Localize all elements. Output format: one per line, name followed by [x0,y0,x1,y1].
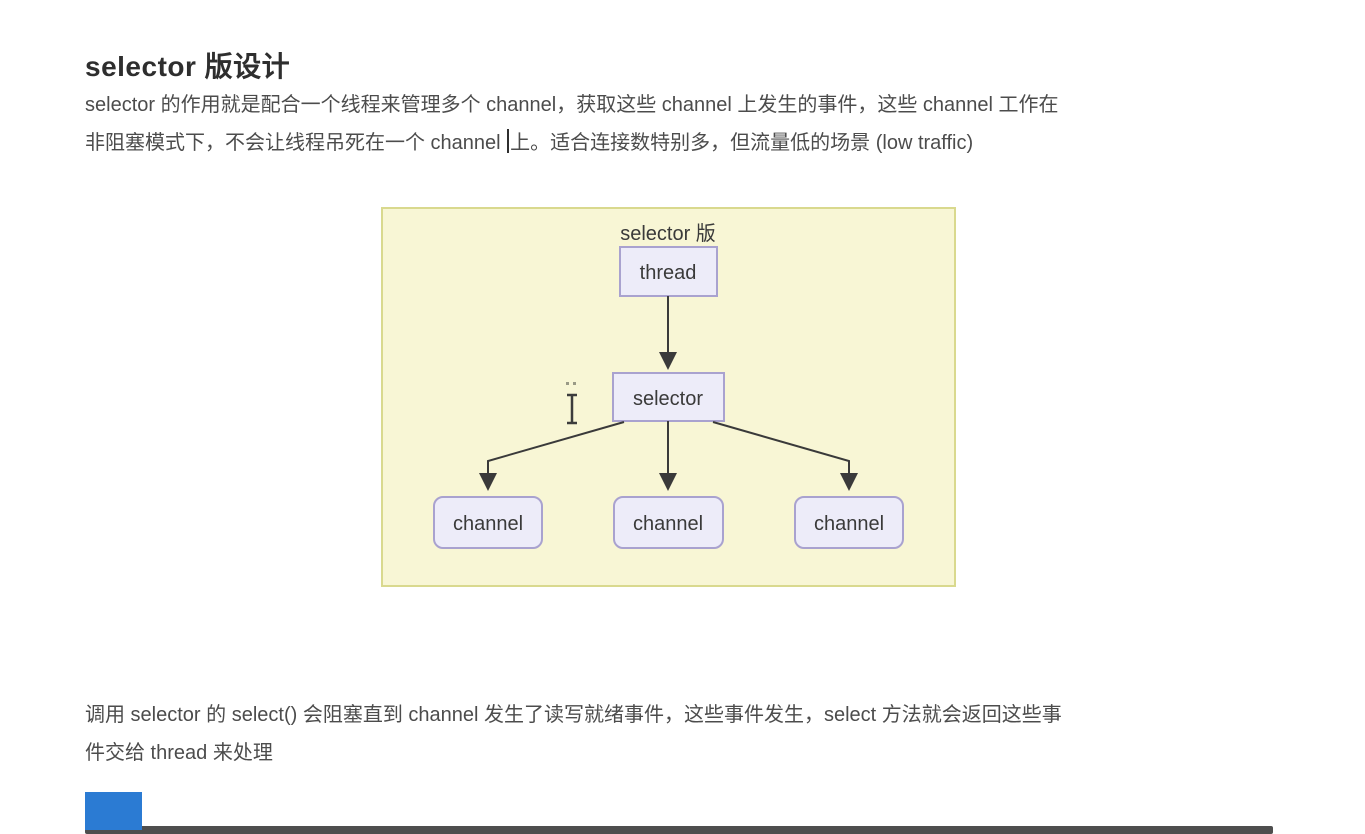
diagram-caption: selector 版 [620,222,716,245]
intro-line-2-before-caret: 非阻塞模式下，不会让线程吊死在一个 channel [85,132,507,154]
channel1-node-label: channel [453,513,523,535]
selector-node-label: selector [633,388,703,410]
channel1-node [433,496,543,549]
arrow-selector-to-channel3-icon [712,421,858,491]
channel3-node [794,496,904,549]
bottom-progress-bar[interactable] [85,826,1273,834]
text-caret [507,129,510,153]
bottom-blue-block[interactable] [85,792,142,830]
ibeam-cursor-icon [566,382,577,425]
intro-line-1: selector 的作用就是配合一个线程来管理多个 channel，获取这些 c… [85,94,1059,116]
channel3-node-label: channel [814,513,884,535]
outro-line-1: 调用 selector 的 select() 会阻塞直到 channel 发生了… [85,704,1062,726]
intro-paragraph: selector 的作用就是配合一个线程来管理多个 channel，获取这些 c… [85,86,1059,162]
selector-diagram-canvas: selector 版 thread selector channel chann… [381,207,956,587]
channel2-node-label: channel [633,513,703,535]
selector-diagram: selector 版 thread selector channel chann… [381,207,956,587]
channel2-node [613,496,724,549]
outro-line-2: 件交给 thread 来处理 [85,742,273,764]
thread-node-label: thread [640,262,697,284]
intro-line-2: 非阻塞模式下，不会让线程吊死在一个 channel 上。适合连接数特别多，但流量… [85,124,1059,162]
intro-line-2-after-caret: 上。适合连接数特别多，但流量低的场景 (low traffic) [510,132,974,154]
page-title: selector 版设计 [85,50,291,82]
thread-node [619,246,718,297]
outro-paragraph: 调用 selector 的 select() 会阻塞直到 channel 发生了… [85,696,1062,772]
arrow-selector-to-channel1-icon [479,421,625,491]
